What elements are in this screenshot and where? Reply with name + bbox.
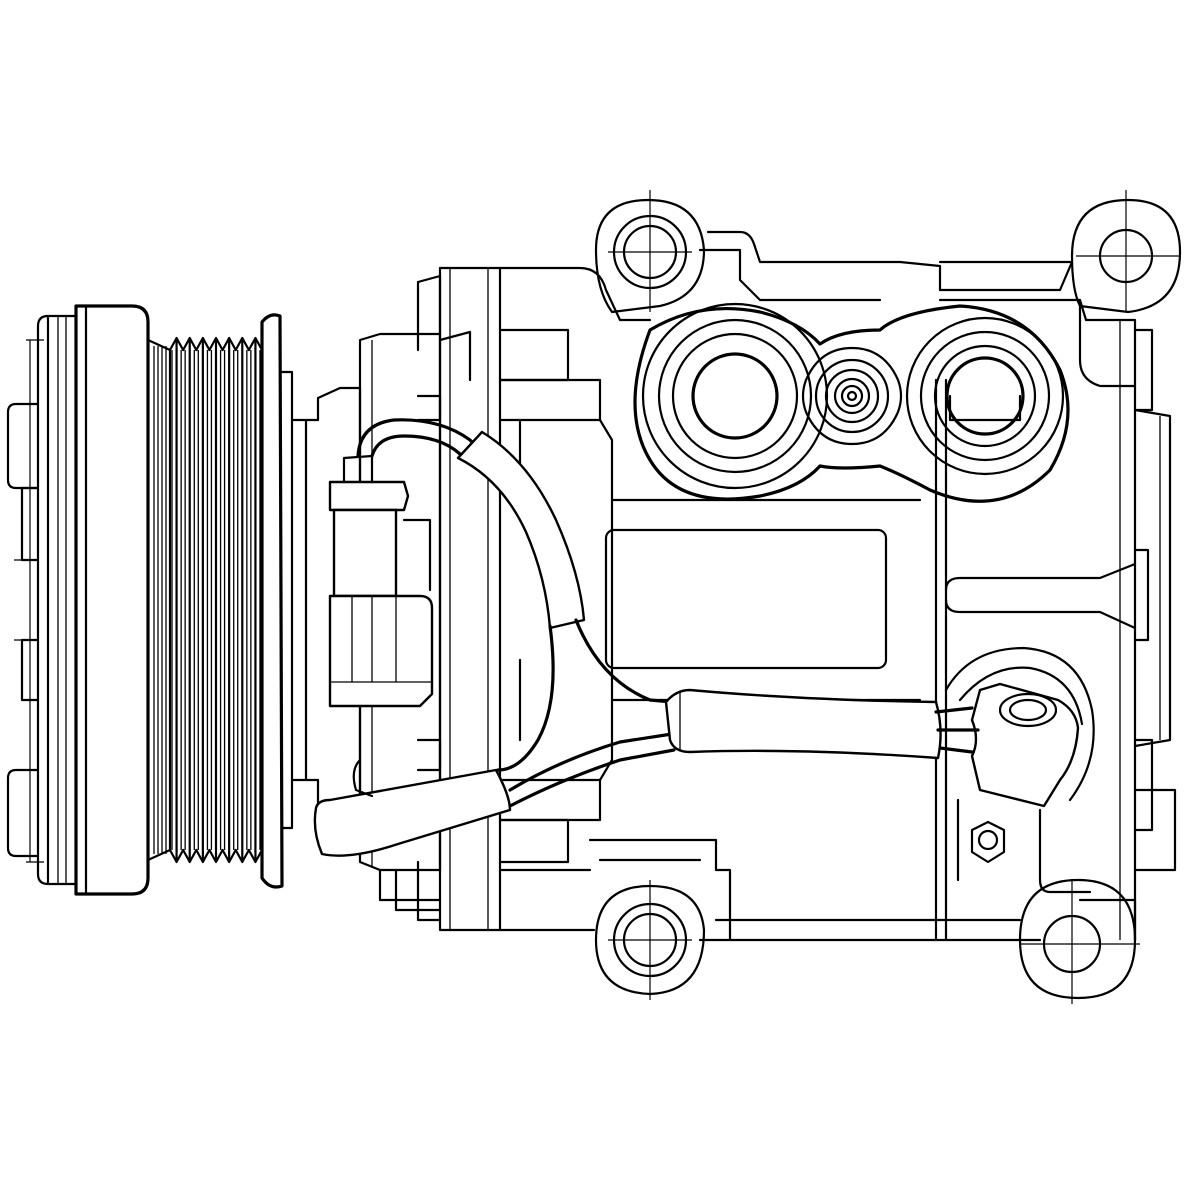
groove-bottom-tooth xyxy=(208,848,224,864)
groove-top-tooth xyxy=(182,336,198,352)
mount-lug-bottom-right-icon xyxy=(1018,878,1140,1004)
mount-lug-bottom-left-icon xyxy=(594,880,706,1000)
groove-top-tooth xyxy=(234,336,250,352)
groove-top-tooth xyxy=(247,336,264,352)
groove-top-tooth xyxy=(195,336,211,352)
groove-bottom-tooth xyxy=(195,848,211,864)
groove-top-tooth xyxy=(221,336,237,352)
wiring-harness xyxy=(313,418,980,857)
groove-bottom-tooth xyxy=(234,848,250,864)
groove-bottom-tooth xyxy=(182,848,198,864)
groove-bottom-tooth xyxy=(168,848,185,864)
service-ports xyxy=(633,302,1070,503)
groove-bottom-tooth xyxy=(221,848,237,864)
pressure-switch-boss xyxy=(944,646,1095,894)
housing-bolts xyxy=(352,394,442,798)
pulley-grooves xyxy=(153,336,264,864)
groove-bottom-tooth xyxy=(247,848,264,864)
compressor-body xyxy=(498,230,1177,942)
groove-top-tooth xyxy=(168,336,185,352)
mount-lug-top-right-icon xyxy=(1070,190,1182,314)
clutch-pulley xyxy=(6,304,308,896)
groove-top-tooth xyxy=(208,336,224,352)
mount-lug-top-left-icon xyxy=(594,190,706,314)
clutch-connector xyxy=(328,454,434,708)
